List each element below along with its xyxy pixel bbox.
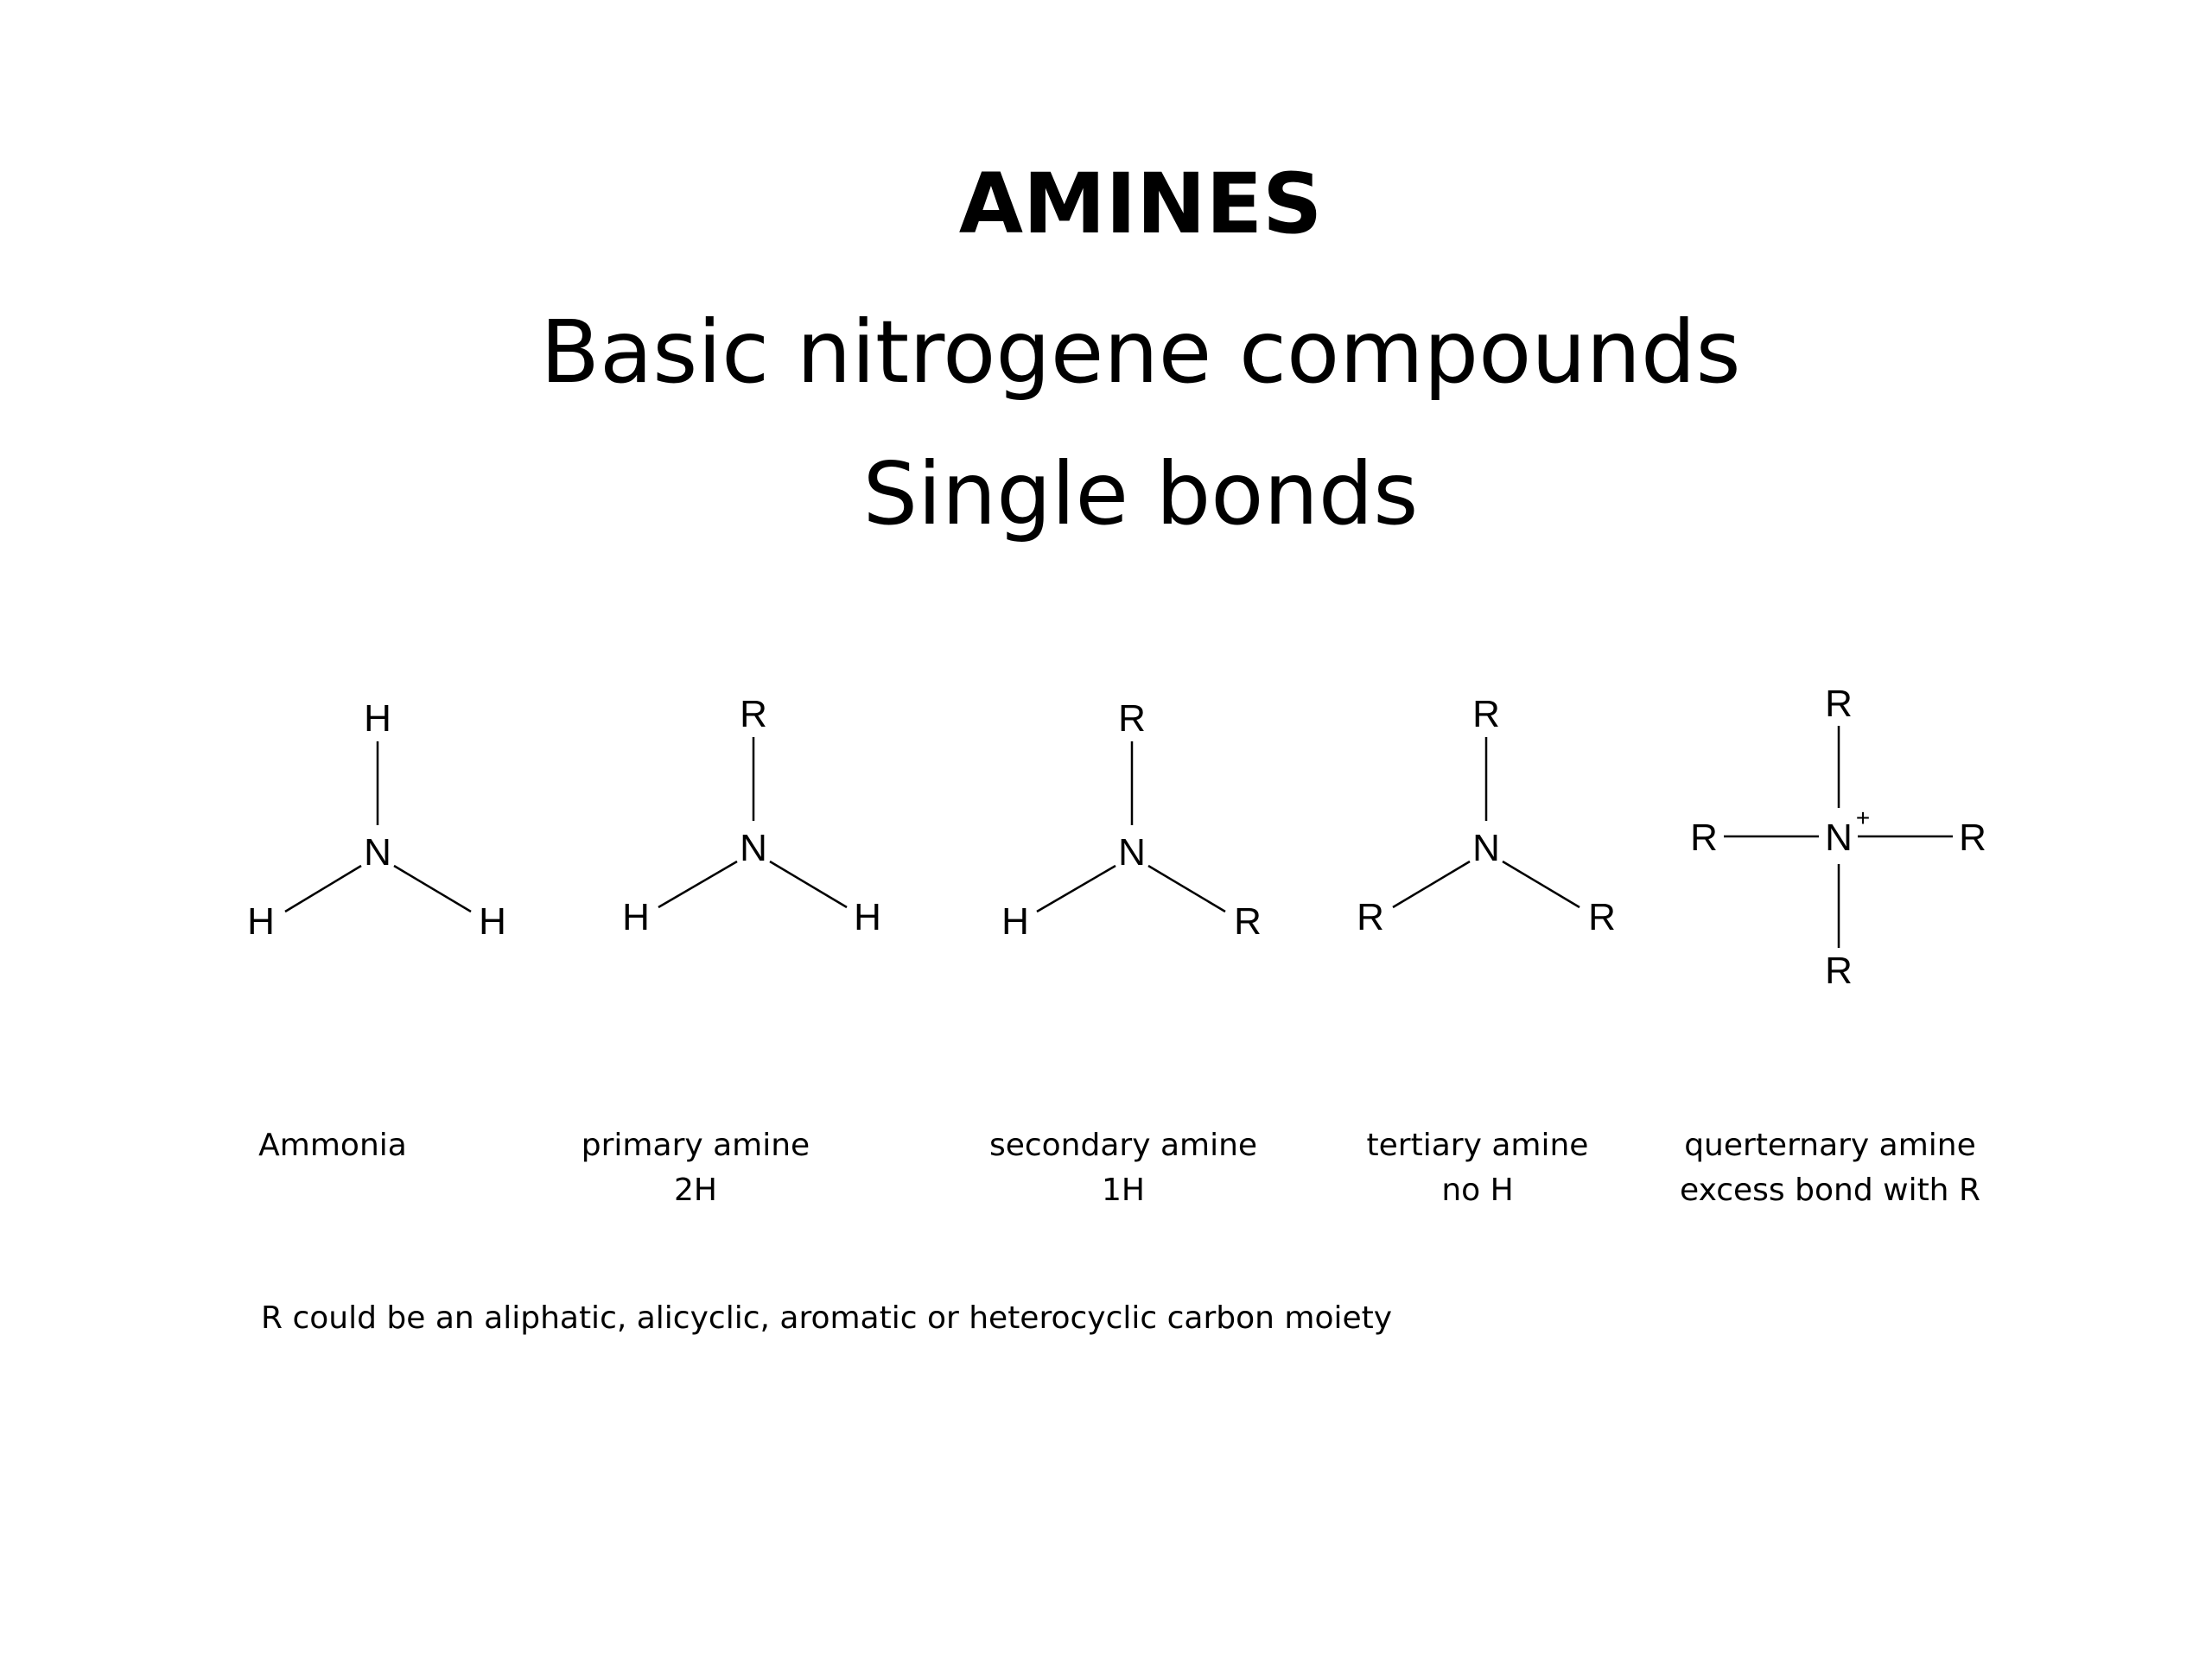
atom-center: N [1472, 827, 1500, 869]
caption-line2: no H [1441, 1173, 1514, 1208]
atom-left: R [1357, 896, 1384, 938]
caption-quaternary-amine: querternary amine excess bond with R [1649, 1123, 2012, 1213]
bond-right [769, 860, 848, 909]
caption-line2: excess bond with R [1680, 1173, 1980, 1208]
atom-left: R [1690, 817, 1718, 859]
secondary-amine-structure: R N H R [1001, 697, 1262, 943]
atom-center: N [364, 831, 391, 874]
caption-line1: primary amine [581, 1128, 810, 1163]
tertiary-amine-structure: R N R R [1357, 693, 1616, 938]
caption-line1: secondary amine [988, 1128, 1258, 1163]
atom-right: H [854, 896, 881, 938]
bond-right [1147, 864, 1226, 913]
bond-right [1502, 860, 1580, 909]
subtitle: Basic nitrogene compounds [540, 302, 1741, 403]
quaternary-amine-structure: R N + R R R [1690, 683, 1986, 992]
atom-bottom: R [1825, 950, 1853, 992]
atom-top: R [1118, 697, 1146, 740]
primary-amine-structure: R N H H [622, 693, 881, 938]
atom-left: H [622, 896, 650, 938]
footnote: R could be an aliphatic, alicyclic, arom… [261, 1300, 1393, 1336]
caption-secondary-amine: secondary amine 1H [942, 1123, 1305, 1213]
subtitle-2: Single bonds [862, 443, 1419, 544]
atom-top: H [364, 697, 391, 740]
page-title: AMINES [958, 156, 1323, 252]
atom-right: R [1234, 900, 1262, 943]
atom-top: R [1472, 693, 1500, 735]
atom-top: R [1825, 683, 1853, 725]
caption-line2: 2H [674, 1173, 717, 1208]
caption-tertiary-amine: tertiary amine no H [1296, 1123, 1659, 1213]
atom-left: H [247, 900, 275, 943]
atom-right: R [1959, 817, 1986, 859]
caption-line2: 1H [1102, 1173, 1145, 1208]
atom-left: H [1001, 900, 1029, 943]
bond-left [284, 864, 362, 913]
caption-line1: tertiary amine [1366, 1128, 1589, 1163]
atom-top: R [740, 693, 767, 735]
atom-right: R [1588, 896, 1616, 938]
caption-line1: Ammonia [258, 1128, 407, 1163]
ammonia-structure: H N H H [247, 697, 506, 943]
bond-right [393, 864, 472, 913]
caption-line1: querternary amine [1684, 1128, 1976, 1163]
charge-plus: + [1856, 804, 1870, 831]
atom-center: N [1118, 831, 1146, 874]
atom-center: N [1825, 817, 1853, 859]
caption-primary-amine: primary amine 2H [514, 1123, 877, 1213]
atom-center: N [740, 827, 767, 869]
bond-left [658, 860, 738, 909]
bond-left [1392, 860, 1471, 909]
bond-left [1036, 864, 1116, 913]
atom-right: H [479, 900, 506, 943]
caption-ammonia: Ammonia [151, 1123, 514, 1168]
